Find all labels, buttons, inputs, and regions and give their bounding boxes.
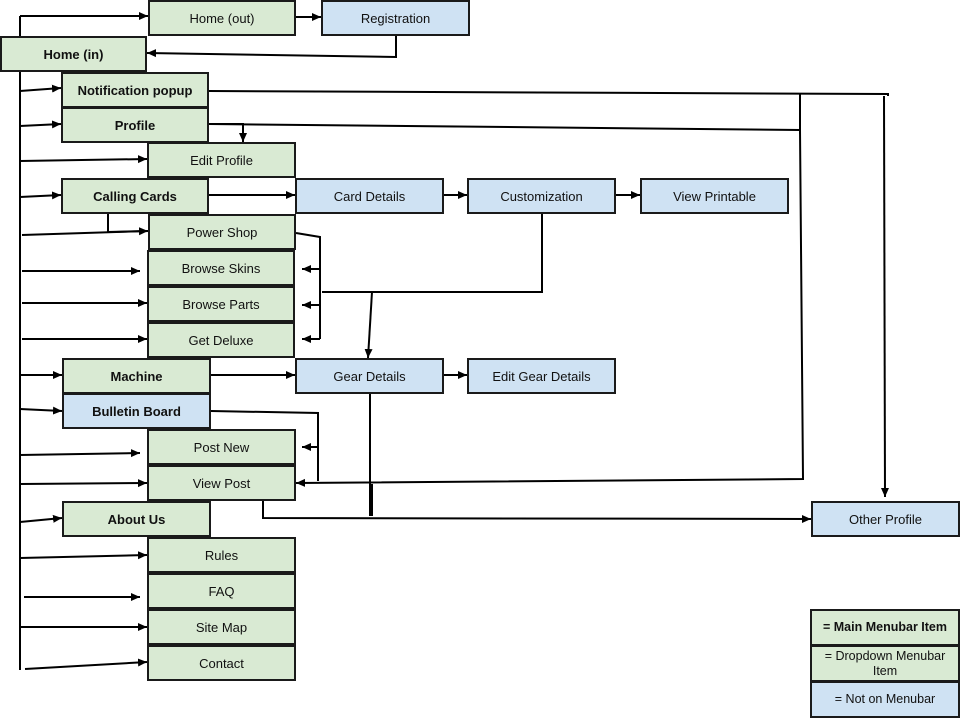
connector-gear-link-down xyxy=(364,291,373,359)
node-customization: Customization xyxy=(467,178,616,214)
connector-spine-post-new xyxy=(19,449,141,458)
connector-registration-home-in xyxy=(146,36,397,59)
connector-spine-contact xyxy=(24,658,148,670)
node-contact: Contact xyxy=(147,645,296,681)
node-home-in: Home (in) xyxy=(0,36,147,72)
node-home-out: Home (out) xyxy=(148,0,296,36)
node-power-shop: Power Shop xyxy=(148,214,296,250)
connector-spine-rules xyxy=(19,551,148,560)
connector-view-post-other-profile xyxy=(262,501,812,523)
node-site-map: Site Map xyxy=(147,609,296,645)
connector-spine-power-shop xyxy=(21,230,149,236)
connector-spine-bulletin-board xyxy=(19,406,63,415)
connector-bulletin-view-post xyxy=(210,410,319,481)
node-get-deluxe: Get Deluxe xyxy=(147,322,295,358)
connector-profile-edit-profile xyxy=(209,123,247,142)
connector-notification-route xyxy=(208,90,889,96)
connector-customization-gear-details xyxy=(322,214,543,293)
node-browse-parts: Browse Parts xyxy=(147,286,295,322)
node-faq: FAQ xyxy=(147,573,296,609)
connector-spine-edit-profile xyxy=(19,155,148,164)
connector-spine-view-post xyxy=(19,479,148,488)
node-other-profile: Other Profile xyxy=(811,501,960,537)
node-profile: Profile xyxy=(61,107,209,143)
legend-dropdown-menubar: = Dropdown Menubar Item xyxy=(810,645,960,682)
node-edit-gear-details: Edit Gear Details xyxy=(467,358,616,394)
connector-spine-about-us xyxy=(19,514,63,523)
node-view-printable: View Printable xyxy=(640,178,789,214)
legend-main-menubar: = Main Menubar Item xyxy=(810,609,960,646)
node-rules: Rules xyxy=(147,537,296,573)
connector-spine-calling-cards xyxy=(19,191,62,200)
node-browse-skins: Browse Skins xyxy=(147,250,295,286)
connector-other-profile-link xyxy=(880,95,889,498)
connector-profile-route xyxy=(208,123,805,487)
node-gear-details: Gear Details xyxy=(295,358,444,394)
connector-calling-cards-power-shop xyxy=(107,214,149,236)
connector-spine-profile xyxy=(19,120,62,129)
connector-power-shop-bracket xyxy=(295,232,321,339)
node-notification-popup: Notification popup xyxy=(61,72,209,108)
node-post-new: Post New xyxy=(147,429,296,465)
connector-spine-notification xyxy=(19,84,62,93)
node-card-details: Card Details xyxy=(295,178,444,214)
node-registration: Registration xyxy=(321,0,470,36)
node-about-us: About Us xyxy=(62,501,211,537)
node-machine: Machine xyxy=(62,358,211,394)
node-calling-cards: Calling Cards xyxy=(61,178,209,214)
node-edit-profile: Edit Profile xyxy=(147,142,296,178)
node-bulletin-board: Bulletin Board xyxy=(62,393,211,429)
node-view-post: View Post xyxy=(147,465,296,501)
legend-not-on-menubar: = Not on Menubar xyxy=(810,681,960,718)
